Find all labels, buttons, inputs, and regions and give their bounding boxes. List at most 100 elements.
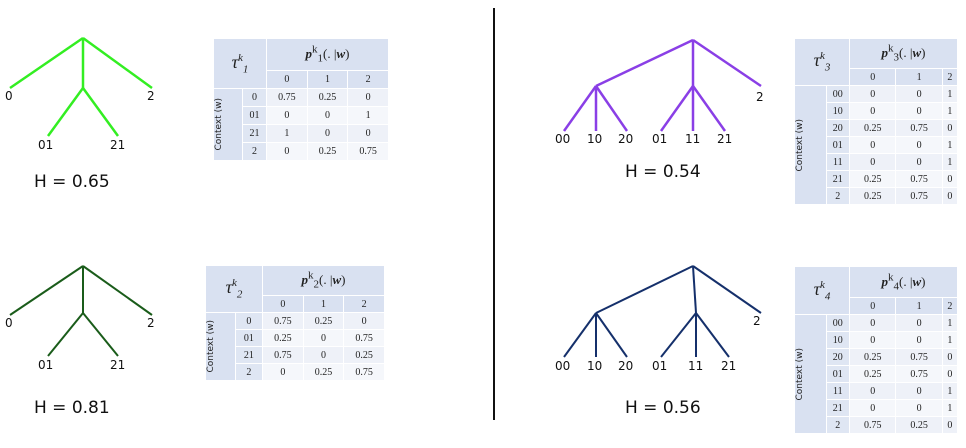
table-cell: 0 <box>848 314 897 332</box>
entropy-label-4: H = 0.56 <box>625 398 701 418</box>
row-label: 2 <box>234 363 264 381</box>
prob-header: pk2(. |w) <box>262 265 385 296</box>
row-label: 00 <box>825 85 851 103</box>
table-cell: 1 <box>941 153 959 171</box>
table-cell: 0 <box>941 348 959 366</box>
table-cell: 0.75 <box>347 142 389 161</box>
leaf-label: 01 <box>38 358 53 372</box>
row-label: 10 <box>825 331 851 349</box>
column-header: 0 <box>848 297 897 315</box>
tree-edge <box>9 265 84 316</box>
table-cell: 1 <box>347 106 389 125</box>
table-cell: 0 <box>895 331 943 349</box>
tree-edge <box>595 38 694 88</box>
tree-edge <box>82 265 153 316</box>
row-label: 21 <box>234 346 264 364</box>
tree-edge <box>691 85 727 132</box>
table-cell: 0 <box>848 331 897 349</box>
context-tree-2: 0 01 21 2 <box>5 265 155 372</box>
row-label: 0 <box>242 88 267 107</box>
prob-table-1: τk1 pk1(. |w) 0 1 2 Context (w) 0 0.75 0… <box>212 38 389 161</box>
tree-edges-1 <box>9 36 153 137</box>
entropy-label-1: H = 0.65 <box>34 172 110 192</box>
column-header: 1 <box>306 70 349 89</box>
prob-header: pk4(. |w) <box>849 266 958 298</box>
column-header: 1 <box>895 68 943 86</box>
column-header: 2 <box>941 297 959 315</box>
context-tree-1: 0 01 21 2 <box>5 36 155 152</box>
column-header: 0 <box>266 70 308 89</box>
table-cell: 1 <box>266 124 308 143</box>
table-cell: 0.25 <box>848 119 897 137</box>
tree-edge <box>563 312 597 358</box>
tree-edge <box>81 87 120 137</box>
table-cell: 0.75 <box>895 365 943 383</box>
entropy-label-2: H = 0.81 <box>34 398 110 418</box>
leaf-label: 20 <box>618 359 633 373</box>
leaf-label: 11 <box>688 359 703 373</box>
table-cell: 0 <box>848 382 897 400</box>
table-cell: 1 <box>941 314 959 332</box>
table-cell: 0 <box>941 365 959 383</box>
table-cell: 1 <box>941 399 959 417</box>
table-cell: 0.75 <box>848 416 897 434</box>
leaf-label: 21 <box>721 359 736 373</box>
tree-edge <box>595 312 628 358</box>
table-cell: 0.25 <box>306 142 349 161</box>
tree-edge <box>695 312 730 358</box>
table-cell: 0 <box>347 88 389 107</box>
table-cell: 0 <box>895 102 943 120</box>
tree-edges-2 <box>9 265 153 357</box>
prob-table-4: τk4 pk4(. |w) 0 1 2 Context (w) 00 0 0 1… <box>794 266 959 434</box>
tree-edge <box>659 85 695 132</box>
panel-divider <box>493 8 495 420</box>
column-header: 1 <box>895 297 943 315</box>
tree-edge <box>692 38 762 88</box>
table-cell: 0 <box>848 399 897 417</box>
table-cell: 0.25 <box>262 329 304 347</box>
column-header: 0 <box>262 295 304 313</box>
context-tree-4: 00 10 20 01 11 21 2 <box>555 265 762 373</box>
prob-table-2: τk2 pk2(. |w) 0 1 2 Context (w) 0 0.75 0… <box>205 265 385 381</box>
leaf-label: 00 <box>555 359 570 373</box>
tree-edges-4 <box>563 265 762 358</box>
table-cell: 0 <box>895 314 943 332</box>
column-header: 2 <box>941 68 959 86</box>
table-cell: 0.75 <box>895 187 943 205</box>
tau-header: τk4 <box>794 266 850 315</box>
tau-header: τk1 <box>213 38 267 89</box>
tree-edge <box>692 265 762 314</box>
leaf-label: 2 <box>147 89 155 103</box>
table-cell: 1 <box>941 85 959 103</box>
table-cell: 0 <box>266 106 308 125</box>
table-cell: 0 <box>941 119 959 137</box>
row-label: 21 <box>825 399 851 417</box>
leaf-label: 2 <box>756 90 764 104</box>
leaf-label: 0 <box>5 89 13 103</box>
leaf-label: 01 <box>652 359 667 373</box>
leaf-label: 2 <box>147 316 155 330</box>
tree-edges-3 <box>562 38 762 132</box>
tree-edge <box>82 36 153 90</box>
table-cell: 0.25 <box>848 348 897 366</box>
leaf-label: 10 <box>587 359 602 373</box>
leaf-label: 2 <box>753 314 761 328</box>
row-label: 01 <box>234 329 264 347</box>
row-label: 2 <box>242 142 267 161</box>
prob-table-3: τk3 pk3(. |w) 0 1 2 Context (w) 00 0 0 1… <box>794 38 959 205</box>
context-axis-label: Context (w) <box>212 88 244 161</box>
table-cell: 0 <box>848 85 897 103</box>
table-cell: 0.25 <box>343 346 385 364</box>
leaf-label: 10 <box>587 132 602 146</box>
row-label: 00 <box>825 314 851 332</box>
table-cell: 1 <box>941 331 959 349</box>
tau-header: τk2 <box>205 265 263 313</box>
leaf-label: 01 <box>652 132 667 146</box>
table-cell: 0 <box>895 382 943 400</box>
table-cell: 0 <box>895 399 943 417</box>
table-cell: 0.75 <box>895 348 943 366</box>
tree-edge <box>9 36 84 90</box>
table-cell: 0.25 <box>848 170 897 188</box>
table-cell: 0.75 <box>343 363 385 381</box>
table-cell: 0 <box>941 416 959 434</box>
